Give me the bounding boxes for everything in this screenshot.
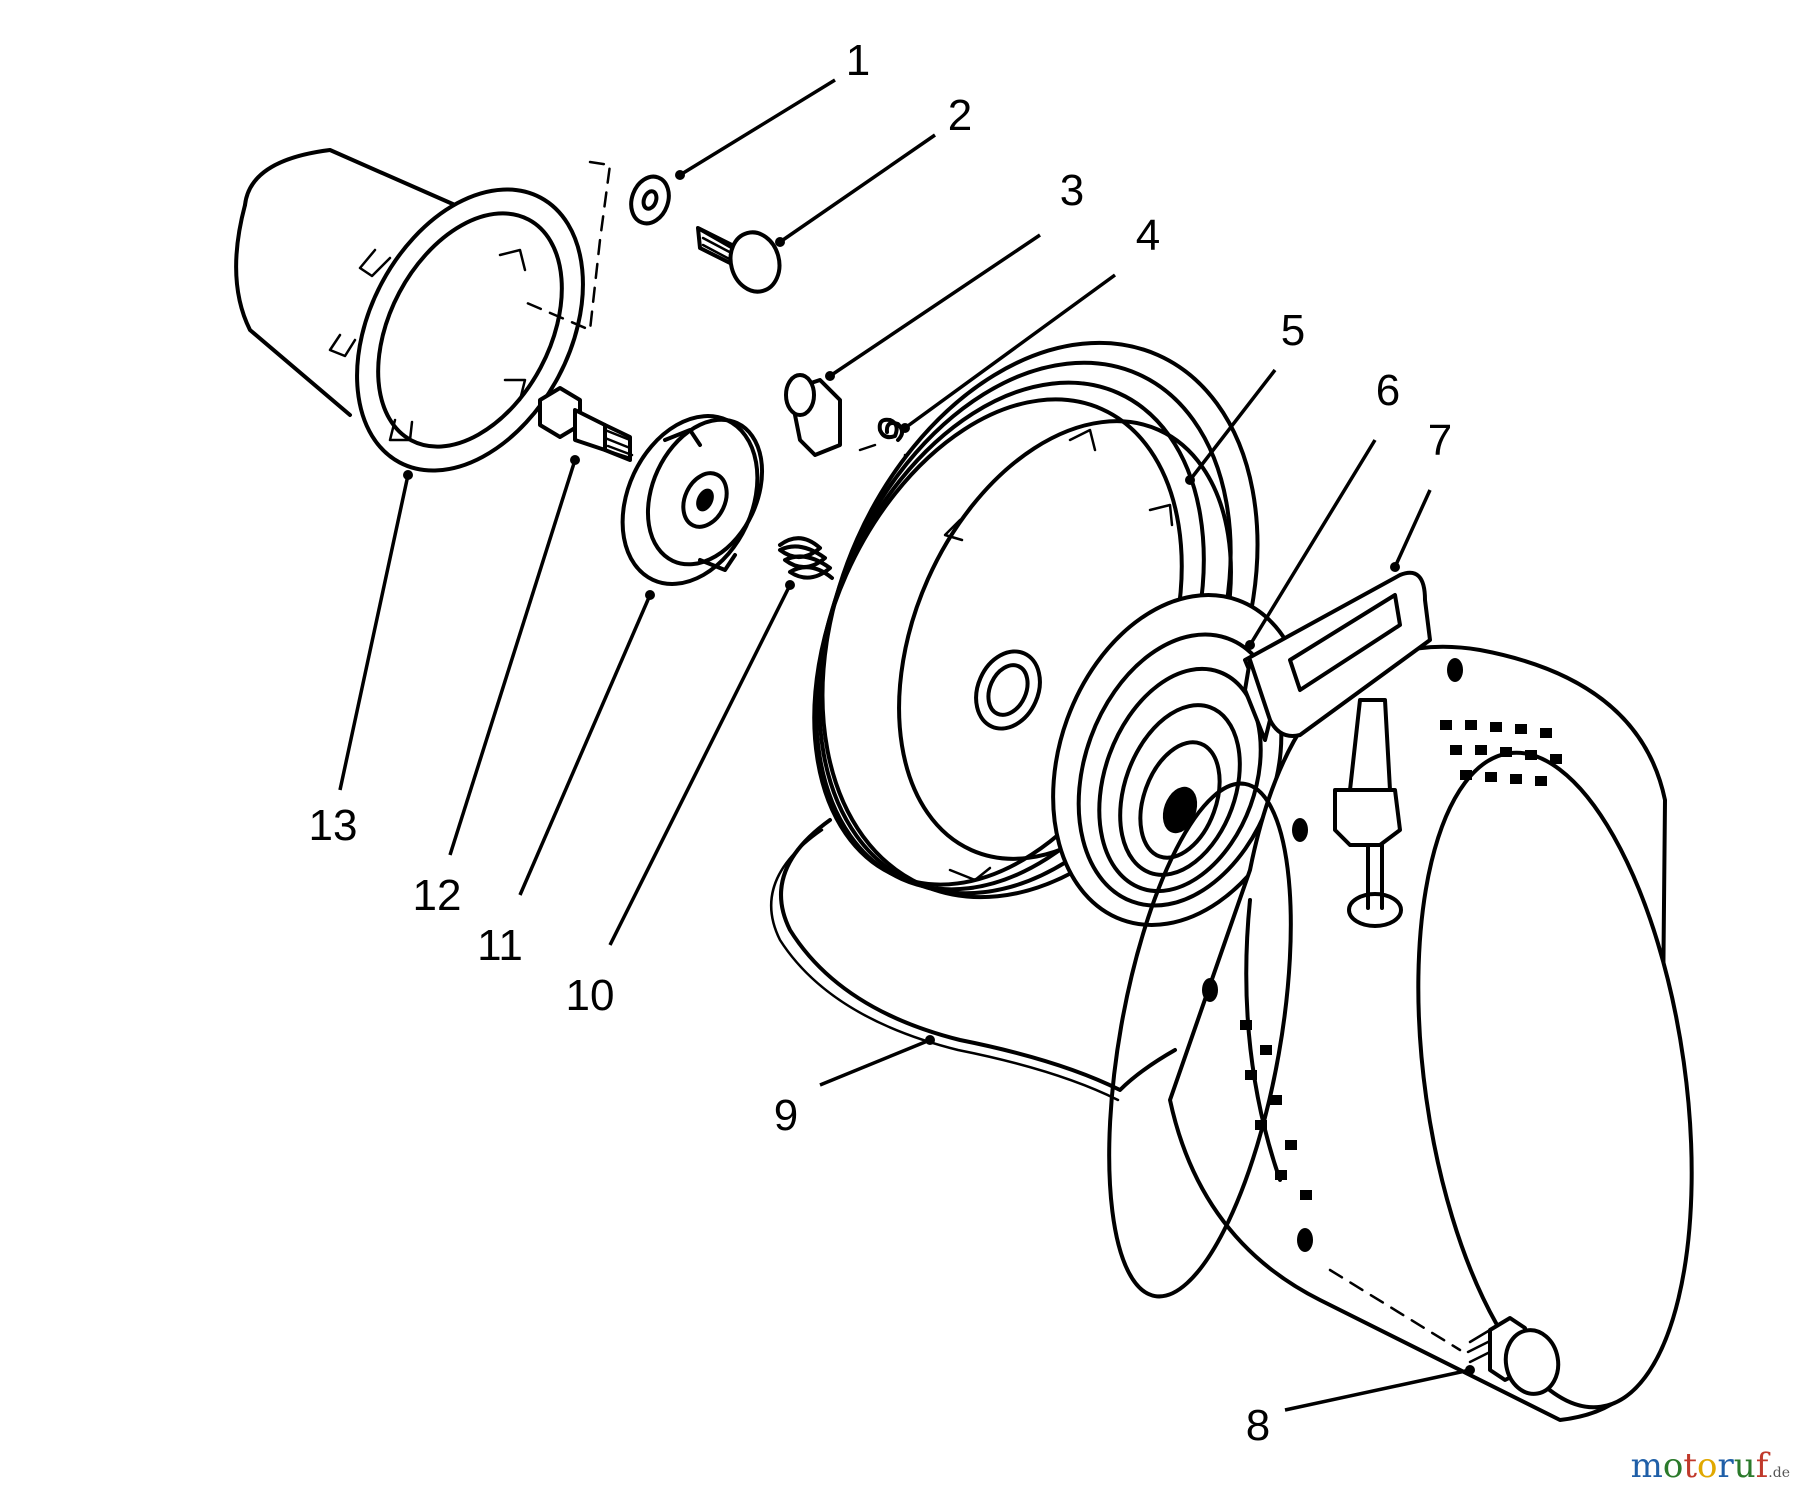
part-10-spring — [778, 536, 834, 580]
part-6-recoil-spring — [1051, 593, 1309, 927]
part-4-torsion-spring — [858, 417, 907, 472]
leader-dot-6 — [1245, 640, 1255, 650]
callout-12: 12 — [413, 871, 462, 920]
leader-7 — [1393, 489, 1432, 568]
part-3-pawl — [784, 373, 842, 457]
callout-8: 8 — [1246, 1401, 1270, 1450]
watermark-letter: m — [1630, 1446, 1663, 1486]
callout-10: 10 — [566, 971, 615, 1020]
leader-dot-1 — [675, 170, 685, 180]
leader-2 — [779, 133, 936, 244]
callout-13: 13 — [309, 801, 358, 850]
leader-13 — [338, 474, 410, 791]
leader-1 — [679, 78, 836, 177]
callout-labels: 1 2 3 4 5 6 7 8 9 10 11 12 13 — [309, 36, 1453, 1450]
callout-1: 1 — [846, 36, 870, 85]
leader-dot-7 — [1390, 562, 1400, 572]
callout-4: 4 — [1136, 211, 1160, 260]
leader-dot-12 — [570, 455, 580, 465]
leader-5 — [1188, 368, 1277, 482]
leader-12 — [448, 459, 577, 856]
watermark-letter: u — [1733, 1446, 1756, 1486]
part-9-rope — [770, 818, 1177, 1102]
leader-dot-9 — [925, 1035, 935, 1045]
watermark-letter: r — [1717, 1446, 1734, 1486]
leader-3 — [829, 233, 1041, 378]
part-11-cam — [620, 414, 765, 586]
callout-6: 6 — [1376, 366, 1400, 415]
watermark-tld: .de — [1768, 1465, 1790, 1481]
callout-11: 11 — [477, 921, 523, 970]
leader-dot-2 — [775, 237, 785, 247]
watermark-letter: f — [1755, 1446, 1769, 1486]
assembly-dash-line-1 — [518, 160, 612, 332]
leader-dot-8 — [1465, 1365, 1475, 1375]
leader-dot-5 — [1185, 475, 1195, 485]
leader-8 — [1284, 1368, 1471, 1412]
leader-11 — [518, 594, 652, 896]
leader-dot-3 — [825, 371, 835, 381]
callout-7: 7 — [1428, 416, 1452, 465]
part-7-handle — [1243, 570, 1432, 847]
watermark-letter: o — [1662, 1446, 1684, 1486]
callout-5: 5 — [1281, 306, 1305, 355]
leader-4 — [903, 273, 1117, 430]
part-2-screw — [696, 226, 782, 294]
watermark-logo: motoruf.de — [1631, 1446, 1790, 1486]
part-13-starter-cup — [234, 148, 585, 473]
leader-6 — [1248, 439, 1377, 646]
leader-dot-10 — [785, 580, 795, 590]
callout-3: 3 — [1060, 166, 1084, 215]
leader-dot-4 — [900, 423, 910, 433]
starter-housing — [1107, 644, 1694, 1422]
assembly-dash-line-2 — [1328, 1268, 1462, 1352]
part-1-washer — [629, 174, 671, 226]
leader-10 — [608, 584, 792, 946]
leader-lines — [338, 78, 1475, 1412]
part-8-bolt — [1466, 1316, 1561, 1396]
leader-dot-11 — [645, 590, 655, 600]
callout-2: 2 — [948, 91, 972, 140]
housing-vent-slots — [1240, 720, 1562, 1200]
watermark-letter: t — [1683, 1446, 1698, 1486]
watermark-letter: o — [1697, 1446, 1718, 1486]
part-12-shoulder-bolt — [538, 386, 634, 462]
leader-9 — [819, 1038, 931, 1087]
callout-9: 9 — [774, 1091, 798, 1140]
leader-dot-13 — [403, 470, 413, 480]
